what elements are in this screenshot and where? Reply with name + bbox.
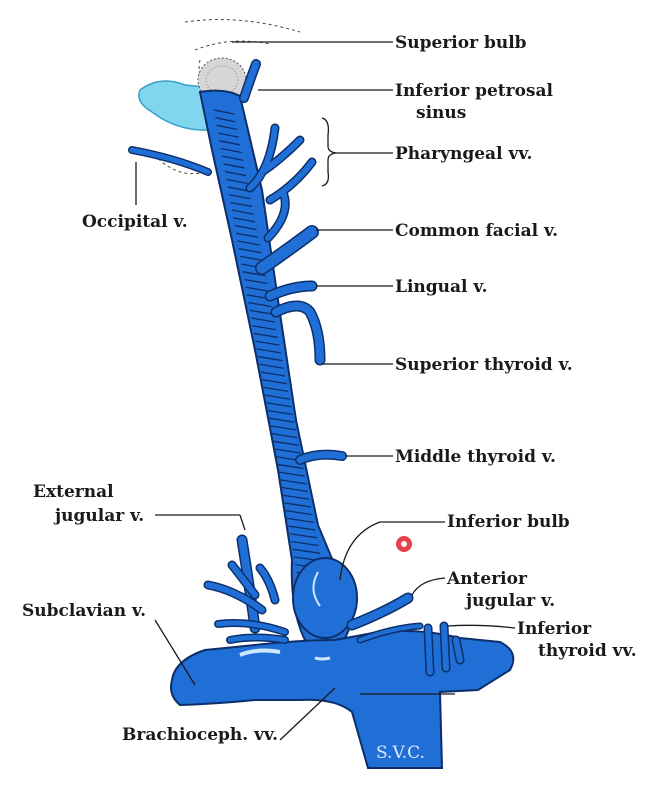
vein-striation (267, 409, 293, 416)
vein-striation (255, 340, 280, 346)
label-occipital-v: Occipital v. (82, 212, 188, 232)
vein-striation (257, 355, 283, 362)
vein-striation (223, 163, 245, 169)
label-inferior-bulb: Inferior bulb (447, 512, 570, 532)
inferior-bulb (292, 557, 358, 639)
tributaries (128, 59, 465, 677)
label-external-jugular-line1: External (33, 482, 114, 502)
vein-striation (291, 540, 319, 547)
label-superior-thyroid-v: Superior thyroid v. (395, 355, 573, 375)
vein-striation (270, 425, 296, 431)
vein-striation (286, 517, 315, 524)
vein-striation (215, 117, 236, 123)
label-superior-bulb: Superior bulb (395, 33, 527, 53)
vein-striation (245, 286, 269, 292)
vein-striation (237, 240, 260, 246)
inferior-bulb-highlight (312, 571, 321, 607)
label-anterior-jugular-line2: jugular v. (464, 591, 555, 611)
vein-striation (253, 332, 278, 339)
leader-lines (135, 41, 516, 741)
vein-striation (289, 533, 318, 539)
vein-striation (230, 201, 253, 208)
vein-striation (280, 479, 307, 485)
label-svc: S.V.C. (376, 743, 425, 763)
vein-striation (266, 402, 292, 408)
vein-striation (264, 394, 290, 400)
vein-striation (271, 432, 298, 439)
vein-striation (273, 440, 299, 446)
vein-striation (226, 178, 248, 184)
vein-striation (244, 278, 268, 285)
pointer-marker (396, 536, 412, 552)
vein-striation (248, 301, 272, 308)
vein-striation (229, 194, 251, 200)
vein-striation (218, 132, 239, 138)
vein-striation (231, 209, 254, 215)
vein-striation (220, 147, 242, 154)
vein-striation (274, 448, 301, 454)
vein-striation (282, 494, 310, 500)
label-inferior-thyroid-line1: Inferior (517, 619, 592, 639)
label-subclavian-v: Subclavian v. (22, 601, 146, 621)
vein-striation (216, 124, 238, 131)
vein-striation (278, 471, 305, 477)
vein-striation (292, 548, 321, 554)
vein-striation (262, 379, 287, 385)
label-brachiocephalic-vv: Brachioceph. vv. (122, 725, 278, 745)
vein-striation (288, 525, 316, 531)
vein-striation (256, 348, 281, 354)
brachiocephalic-junction-highlight (314, 656, 331, 661)
vein-striation (240, 255, 263, 262)
label-middle-thyroid-v: Middle thyroid v. (395, 447, 556, 467)
label-inferior-petrosal-sinus-line1: Inferior petrosal (395, 81, 554, 101)
vein-striation (285, 510, 313, 516)
vein-striation (238, 248, 262, 254)
label-anterior-jugular-line1: Anterior (446, 569, 528, 589)
vein-striation (242, 271, 266, 277)
vein-striation (233, 217, 256, 223)
vein-striation (259, 363, 284, 369)
vein-striations (213, 109, 327, 585)
vein-striation (213, 109, 235, 115)
label-external-jugular-line2: jugular v. (53, 506, 144, 526)
vein-striation (281, 486, 308, 493)
label-inferior-petrosal-sinus-line2: sinus (416, 103, 466, 123)
vein-striation (249, 309, 274, 315)
label-lingual-v: Lingual v. (395, 277, 488, 297)
vein-striation (263, 386, 289, 393)
subclavian-highlight (239, 648, 281, 657)
vein-striation (224, 171, 247, 177)
vein-striation (251, 317, 275, 323)
vein-striation (219, 140, 241, 146)
vein-striation (227, 186, 250, 192)
vein-striation (277, 463, 304, 470)
label-pharyngeal-vv: Pharyngeal vv. (395, 144, 532, 164)
vein-striation (268, 417, 295, 423)
pharyngeal-brace (321, 117, 337, 187)
vein-striation (235, 232, 259, 238)
vein-striation (222, 155, 244, 161)
vein-striation (284, 502, 312, 508)
vein-striation (260, 371, 286, 377)
label-common-facial-v: Common facial v. (395, 221, 558, 241)
vein-striation (234, 224, 257, 231)
vein-striation (252, 325, 277, 331)
label-inferior-thyroid-line2: thyroid vv. (538, 641, 637, 661)
